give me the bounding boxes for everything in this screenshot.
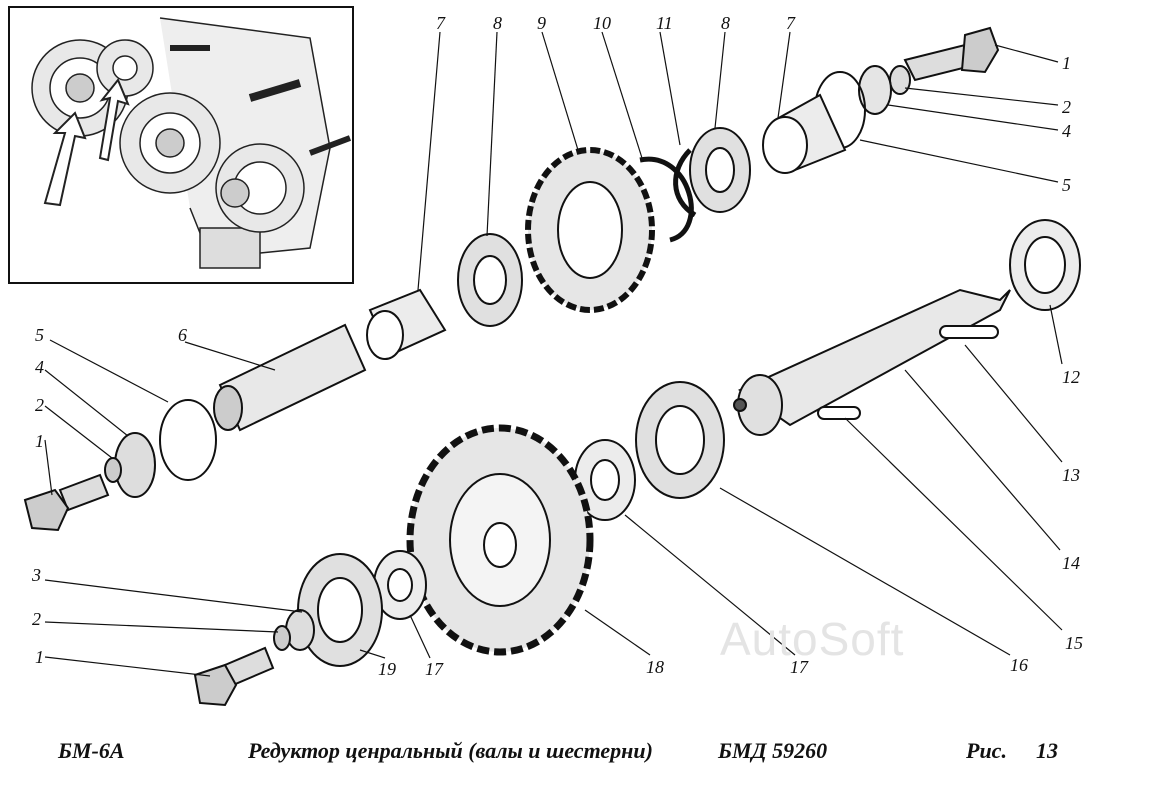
lock-washer-bottom — [285, 609, 315, 651]
callout-19: 19 — [378, 659, 396, 679]
callout-5-top: 5 — [1062, 175, 1071, 195]
callout-7-left: 7 — [436, 13, 445, 33]
spring-washer-bottom — [273, 625, 291, 651]
retaining-ring — [673, 148, 697, 218]
ring-left — [159, 399, 217, 481]
inset-gearbox-drawing — [31, 17, 352, 269]
footer-model: БМ-6А — [58, 738, 125, 763]
bearing-lower-right — [635, 381, 725, 499]
bearing-lower-left — [297, 553, 383, 667]
bolt-top — [903, 26, 1000, 82]
spacer-ring-right — [574, 439, 636, 521]
bearing-mid — [457, 233, 523, 327]
spring-washer-top — [889, 65, 911, 95]
callout-2-left: 2 — [35, 395, 44, 415]
footer-code: БМД 59260 — [718, 738, 828, 763]
spring-washer-left — [104, 457, 122, 483]
footer-fig-label: Рис. — [966, 738, 1007, 763]
callout-8-left: 8 — [493, 13, 502, 33]
callout-13: 13 — [1062, 465, 1080, 485]
footer-title: Редуктор ценральный (валы и шестерни) — [248, 738, 653, 763]
spacer-ring-left — [373, 550, 427, 620]
callout-9: 9 — [537, 13, 546, 33]
callout-8-right: 8 — [721, 13, 730, 33]
callout-14: 14 — [1062, 553, 1080, 573]
bolt-left — [23, 473, 110, 532]
callout-5-left: 5 — [35, 325, 44, 345]
gear-top — [525, 147, 655, 313]
leader-lines — [44, 31, 1063, 677]
callout-6: 6 — [178, 325, 187, 345]
key-upper — [939, 325, 999, 339]
bearing-top — [689, 127, 751, 213]
bolt-bottom — [193, 646, 275, 707]
callout-2-top: 2 — [1062, 97, 1071, 117]
callout-7-right: 7 — [786, 13, 795, 33]
callout-15: 15 — [1065, 633, 1083, 653]
callout-11: 11 — [656, 13, 673, 33]
callout-10: 10 — [593, 13, 611, 33]
sleeve-top — [762, 93, 847, 174]
snap-ring — [639, 156, 694, 243]
shaft-main — [733, 288, 1011, 436]
footer-fig-number: 13 — [1036, 738, 1058, 763]
callout-12: 12 — [1062, 367, 1080, 387]
sleeve-mid — [366, 288, 447, 360]
callout-1-left: 1 — [35, 431, 44, 451]
callout-17-left: 17 — [425, 659, 443, 679]
gear-large — [406, 424, 594, 656]
key-lower — [817, 406, 861, 420]
callout-4-top: 4 — [1062, 121, 1071, 141]
oil-seal — [1009, 219, 1081, 311]
washer-top — [858, 65, 892, 115]
axle-6 — [213, 323, 367, 432]
callout-4-left: 4 — [35, 357, 44, 377]
callout-18: 18 — [646, 657, 664, 677]
inset-overview-frame — [8, 6, 354, 284]
watermark-text: AutoSoft — [720, 613, 905, 665]
callout-1-bottom: 1 — [35, 647, 44, 667]
callout-2-bottom: 2 — [32, 609, 41, 629]
callout-16: 16 — [1010, 655, 1028, 675]
callout-3-bottom: 3 — [32, 565, 41, 585]
callout-17-right: 17 — [790, 657, 808, 677]
callout-1-top: 1 — [1062, 53, 1071, 73]
